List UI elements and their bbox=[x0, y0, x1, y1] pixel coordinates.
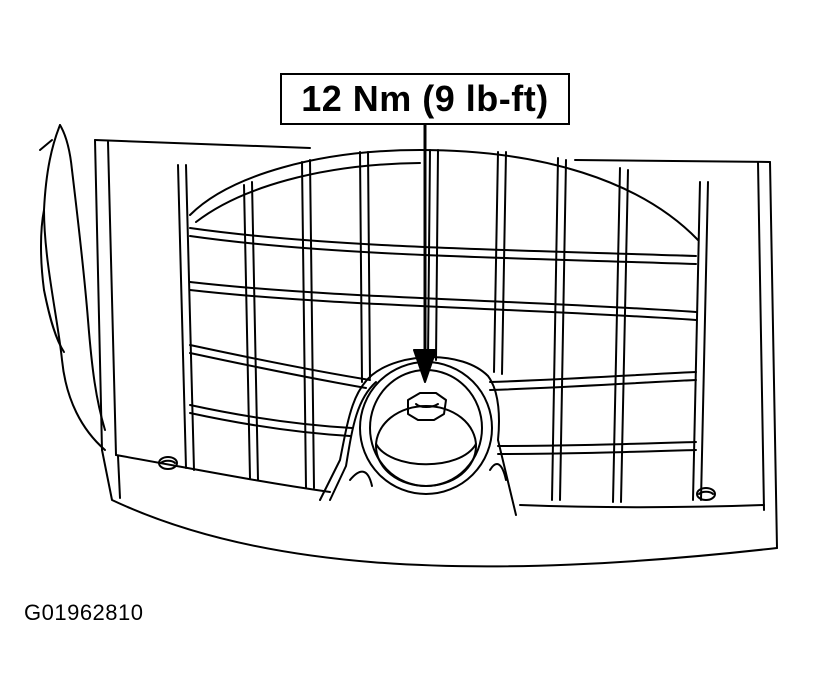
oil-pan-housing bbox=[94, 139, 778, 568]
drain-plug-bolt bbox=[407, 392, 447, 421]
torque-spec-callout: 12 Nm (9 lb-ft) bbox=[280, 73, 570, 125]
rib-grid bbox=[177, 149, 709, 503]
figure-code-label: G01962810 bbox=[24, 600, 144, 625]
baffle-dome bbox=[189, 149, 699, 241]
torque-spec-label: 12 Nm (9 lb-ft) bbox=[301, 78, 549, 119]
engine-side-outline bbox=[39, 124, 106, 451]
arrow-down-icon bbox=[413, 122, 437, 383]
